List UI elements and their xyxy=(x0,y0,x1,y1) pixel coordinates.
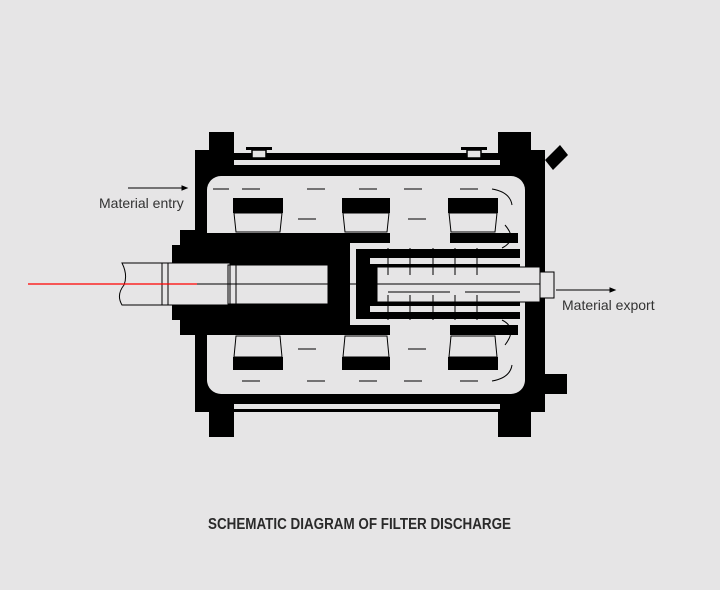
material-entry-label: Material entry xyxy=(99,195,184,211)
diagram-title: SCHEMATIC DIAGRAM OF FILTER DISCHARGE xyxy=(208,516,511,533)
flow-arrows xyxy=(213,188,520,382)
export-arrow xyxy=(556,287,617,293)
material-export-label: Material export xyxy=(562,297,655,313)
paddles xyxy=(233,198,498,370)
entry-arrow xyxy=(128,185,189,191)
